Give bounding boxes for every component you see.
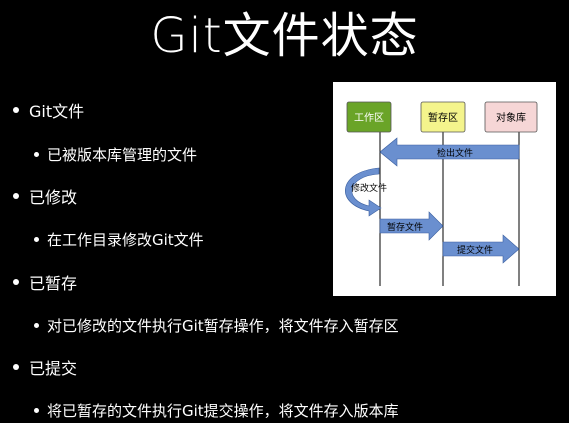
- sub-bullet-text: 将已暂存的文件执行Git提交操作，将文件存入版本库: [47, 401, 399, 420]
- workdir-label: 工作区: [354, 112, 384, 124]
- sub-bullet-text: 在工作目录修改Git文件: [47, 230, 204, 249]
- bullet-item: 已提交: [13, 356, 77, 378]
- bullet-dot-icon: [34, 151, 39, 157]
- bullet-dot-icon: [13, 107, 19, 113]
- stage-box: [420, 101, 466, 133]
- bullet-item: 已暂存: [13, 271, 77, 293]
- bullet-text: Git文件: [29, 102, 85, 121]
- bullet-dot-icon: [34, 322, 39, 328]
- commit-arrow: [442, 234, 520, 264]
- workdir-box: [346, 101, 392, 133]
- stage-arrow: [379, 211, 444, 241]
- bullet-dot-icon: [13, 364, 19, 370]
- checkout-arrow: [379, 137, 520, 167]
- repo-label: 对象库: [496, 111, 526, 124]
- bullet-text: 已提交: [29, 359, 78, 378]
- commit-arrow-label: 提交文件: [457, 244, 493, 256]
- stage-arrow-label: 暂存文件: [387, 221, 423, 233]
- bullet-item: Git文件: [13, 99, 84, 121]
- sub-bullet-item: 在工作目录修改Git文件: [34, 228, 204, 250]
- bullet-dot-icon: [13, 193, 19, 199]
- sub-bullet-item: 将已暂存的文件执行Git提交操作，将文件存入版本库: [34, 399, 399, 421]
- bullet-text: 已暂存: [29, 274, 78, 293]
- checkout-label: 检出文件: [437, 147, 473, 159]
- sub-bullet-item: 已被版本库管理的文件: [34, 143, 197, 165]
- bullet-dot-icon: [13, 279, 19, 285]
- bullet-dot-icon: [34, 407, 39, 413]
- modify-label: 修改文件: [351, 182, 387, 194]
- sub-bullet-item: 对已修改的文件执行Git暂存操作，将文件存入暂存区: [34, 314, 399, 336]
- slide-title: Git文件状态: [150, 8, 419, 64]
- bullet-dot-icon: [34, 236, 39, 242]
- repo-box: [484, 101, 538, 133]
- git-state-diagram: 工作区 暂存区 对象库 检出文件 修改文件 暂存文件 提交文件: [333, 82, 556, 296]
- bullet-item: 已修改: [13, 185, 77, 207]
- modify-arrow: [345, 167, 382, 217]
- sub-bullet-text: 已被版本库管理的文件: [47, 145, 198, 164]
- bullet-text: 已修改: [29, 188, 78, 207]
- sub-bullet-text: 对已修改的文件执行Git暂存操作，将文件存入暂存区: [47, 316, 399, 335]
- stage-label: 暂存区: [428, 111, 458, 124]
